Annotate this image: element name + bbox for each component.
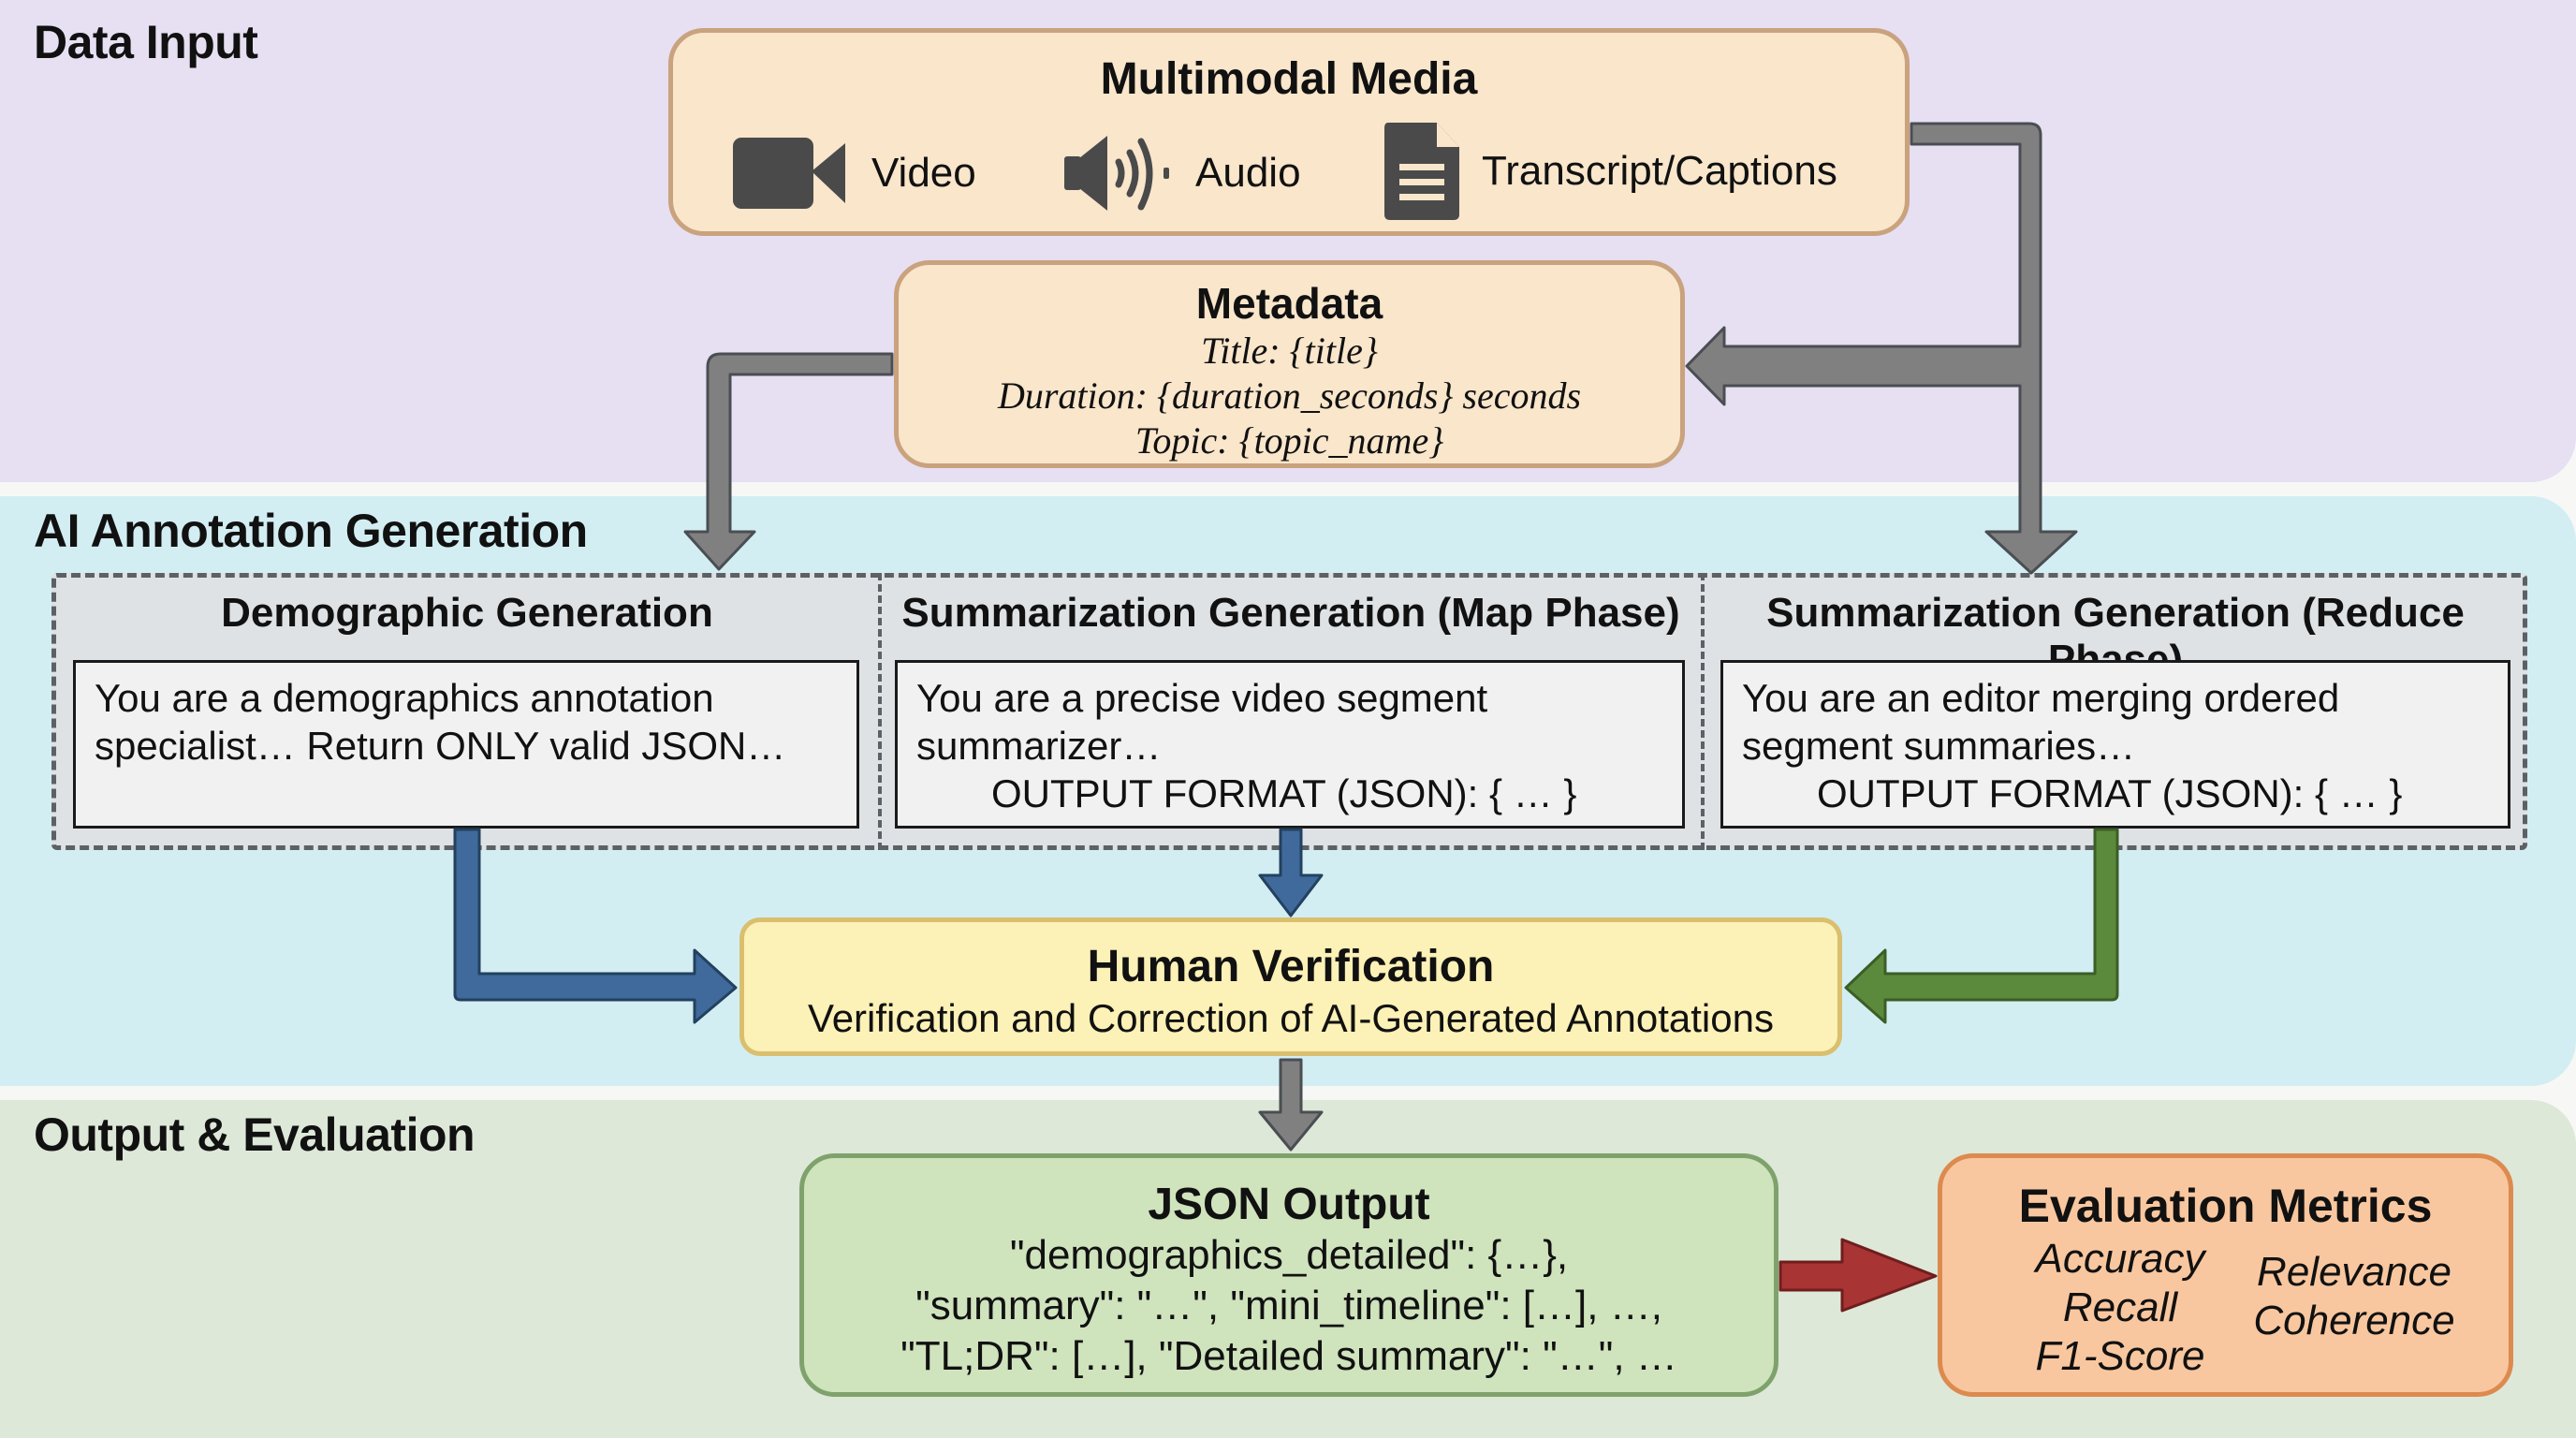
- human-verification-subtitle: Verification and Correction of AI-Genera…: [808, 996, 1774, 1040]
- arrow-reduce-to-verification: [1844, 828, 2119, 1024]
- prompt-line: You are a demographics annotation: [95, 676, 714, 720]
- media-item-audio: Audio: [1064, 126, 1301, 220]
- stage-divider: [1701, 573, 1705, 850]
- metric-coherence: Coherence: [2253, 1298, 2455, 1343]
- prompt-box-demographic: You are a demographics annotation specia…: [73, 660, 859, 829]
- json-output-box: JSON Output "demographics_detailed": {…}…: [799, 1153, 1778, 1397]
- metric-f1-score: F1-Score: [2035, 1333, 2205, 1379]
- metadata-box: Metadata Title: {title} Duration: {durat…: [894, 260, 1685, 468]
- prompt-line: specialist… Return ONLY valid JSON…: [95, 724, 786, 768]
- evaluation-title: Evaluation Metrics: [2018, 1180, 2433, 1232]
- stage-title-map-phase: Summarization Generation (Map Phase): [901, 590, 1680, 636]
- media-label-transcript: Transcript/Captions: [1482, 148, 1837, 194]
- arrow-verification-to-json: [1258, 1058, 1324, 1152]
- media-label-video: Video: [871, 150, 976, 196]
- metric-accuracy: Accuracy: [2035, 1236, 2205, 1282]
- human-verification-title: Human Verification: [1087, 942, 1495, 991]
- prompt-box-reduce-phase: You are an editor merging ordered segmen…: [1720, 660, 2510, 829]
- prompt-output-format: OUTPUT FORMAT (JSON): { … }: [991, 771, 1577, 815]
- prompt-line: summarizer…: [916, 724, 1162, 768]
- metric-recall: Recall: [2062, 1284, 2178, 1330]
- media-item-video: Video: [733, 126, 976, 220]
- prompt-output-format: OUTPUT FORMAT (JSON): { … }: [1817, 771, 2403, 815]
- prompt-box-map-phase: You are a precise video segment summariz…: [895, 660, 1685, 829]
- metadata-topic-line: Topic: {topic_name}: [1134, 419, 1444, 462]
- json-output-line: "summary": "…", "mini_timeline": […], …,: [915, 1283, 1662, 1328]
- arrow-json-to-evaluation: [1778, 1238, 1938, 1313]
- section-title-data-input: Data Input: [34, 16, 258, 68]
- section-title-output-eval: Output & Evaluation: [34, 1108, 476, 1161]
- metadata-duration-line: Duration: {duration_seconds} seconds: [997, 374, 1582, 417]
- multimodal-media-box: Multimodal Media Video Audio: [668, 28, 1910, 236]
- arrow-metadata-to-demographic: [683, 352, 894, 571]
- stage-title-reduce-phase: Summarization Generation (Reduce Phase): [1766, 590, 2465, 682]
- human-verification-box: Human Verification Verification and Corr…: [739, 917, 1842, 1056]
- arrow-multimodal-to-reduce: [1685, 122, 2078, 575]
- speaker-icon: [1064, 136, 1169, 211]
- stage-title-demographic: Demographic Generation: [221, 590, 713, 636]
- arrow-demographic-to-verification: [453, 828, 738, 1024]
- stage-divider: [878, 573, 882, 850]
- prompt-line: segment summaries…: [1742, 724, 2136, 768]
- prompt-line: You are a precise video segment: [916, 676, 1488, 720]
- metadata-title-line: Title: {title}: [1201, 330, 1378, 372]
- multimodal-title: Multimodal Media: [1100, 54, 1478, 104]
- document-icon: [1384, 123, 1459, 220]
- arrow-map-to-verification: [1258, 828, 1324, 917]
- json-output-line: "demographics_detailed": {…},: [1009, 1232, 1569, 1278]
- evaluation-metrics-box: Evaluation Metrics Accuracy Recall F1-Sc…: [1938, 1153, 2513, 1397]
- prompt-line: You are an editor merging ordered: [1742, 676, 2340, 720]
- metrics-right-column: Relevance Coherence: [2242, 1248, 2466, 1345]
- media-label-audio: Audio: [1195, 150, 1301, 196]
- json-output-title: JSON Output: [1148, 1180, 1430, 1229]
- video-camera-icon: [733, 138, 845, 209]
- metadata-title: Metadata: [1195, 279, 1383, 328]
- metric-relevance: Relevance: [2257, 1249, 2452, 1295]
- section-title-ai-generation: AI Annotation Generation: [34, 505, 588, 557]
- json-output-line: "TL;DR": […], "Detailed summary": "…", …: [900, 1333, 1677, 1379]
- media-item-transcript: Transcript/Captions: [1384, 119, 1837, 224]
- metrics-left-column: Accuracy Recall F1-Score: [2008, 1235, 2232, 1381]
